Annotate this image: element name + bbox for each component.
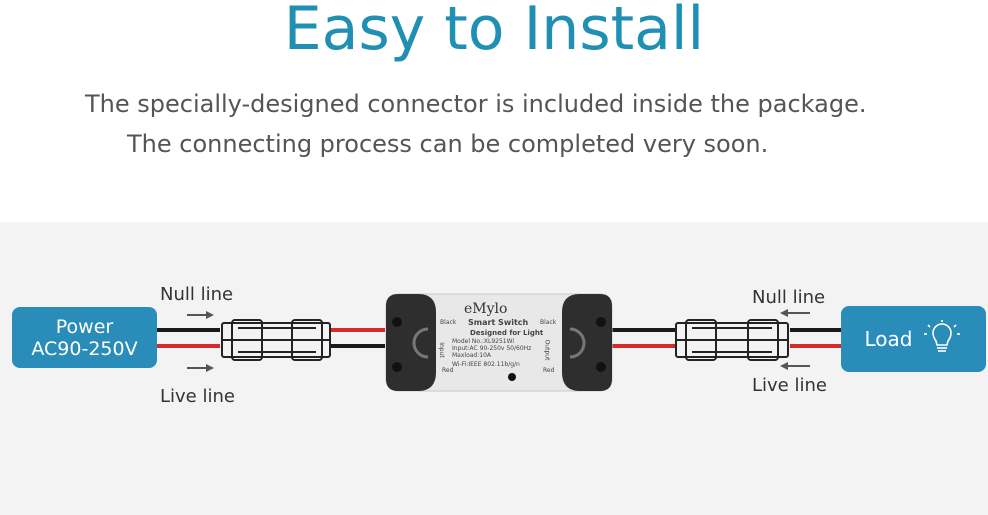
subtitle-line-1: The specially-designed connector is incl…	[85, 90, 867, 118]
device-brand: eMylo	[464, 301, 508, 317]
right-port-black: Black	[540, 319, 557, 326]
left-port-label: Input	[437, 342, 445, 358]
device-model: Model No.:XL9251Wi	[452, 338, 515, 345]
device-input: Input:AC 90-250v 50/60Hz	[452, 345, 532, 352]
right-port-red: Red	[543, 367, 555, 374]
left-null-line-label: Null line	[160, 284, 234, 305]
left-port-red: Red	[442, 367, 454, 374]
right-port-label: Output	[543, 339, 551, 361]
left-port-black: Black	[440, 319, 457, 326]
wiring-diagram	[155, 293, 842, 392]
load-box: Load	[841, 306, 986, 372]
smart-switch-device	[385, 293, 613, 392]
right-null-line-label: Null line	[752, 287, 826, 308]
power-voltage: AC90-250V	[31, 337, 138, 360]
right-wires	[612, 328, 842, 348]
load-label: Load	[864, 327, 913, 351]
left-live-line-label: Live line	[160, 386, 235, 407]
right-live-line-label: Live line	[752, 375, 827, 396]
power-label: Power	[55, 315, 114, 338]
device-wifi: Wi-Fi:IEEE 802.11b/g/n	[452, 361, 520, 368]
subtitle-line-2: The connecting process can be completed …	[127, 130, 769, 158]
right-connector	[675, 319, 789, 361]
left-wires	[155, 328, 385, 348]
arrow-icon	[187, 311, 214, 372]
left-connector	[221, 319, 331, 361]
page-title: Easy to Install	[283, 0, 705, 64]
device-line-1: Smart Switch	[468, 318, 529, 327]
device-line-2: Designed for Light	[470, 329, 544, 337]
lightbulb-icon	[924, 320, 961, 352]
power-box: Power AC90-250V	[12, 307, 157, 368]
device-maxload: Maxload:10A	[452, 352, 491, 359]
arrow-icon	[780, 309, 810, 370]
